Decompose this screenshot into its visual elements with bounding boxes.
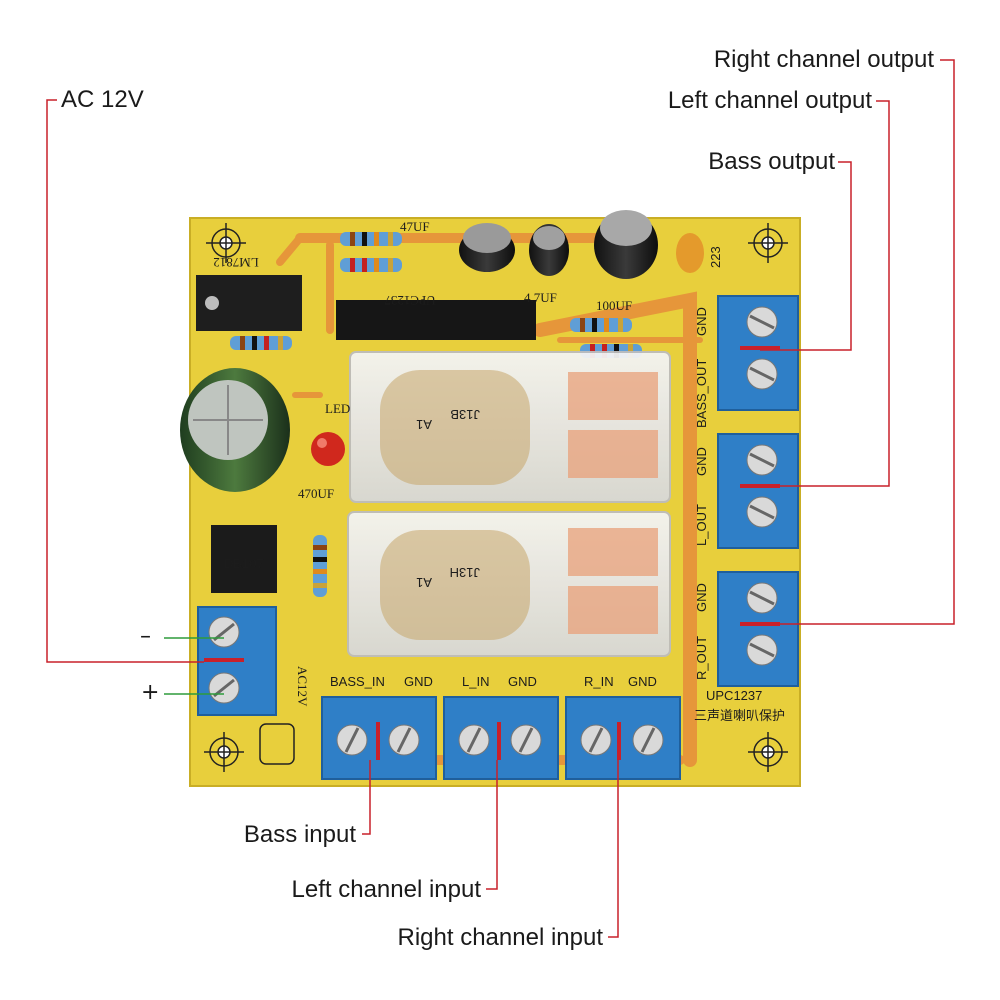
terminal-block-l-out — [717, 433, 799, 549]
relay1-code: A1 — [416, 417, 432, 432]
label-left-channel-output: Left channel output — [667, 87, 872, 114]
silk-lm7812: LM7812 — [213, 255, 259, 270]
mounting-holes — [204, 223, 788, 772]
silk-bass-in: BASS_IN — [330, 674, 385, 689]
relay-1 — [349, 351, 671, 503]
silk-bass-out: BASS_OUT — [694, 359, 709, 428]
silk-gnd-2: GND — [508, 674, 537, 689]
silk-gnd-r: GND — [694, 583, 709, 612]
ic-chip — [336, 300, 536, 340]
silk-4-7uf: 4.7UF — [524, 290, 557, 305]
relay2-code: A1 — [416, 575, 432, 590]
label-right-channel-input: Right channel input — [397, 924, 603, 951]
terminal-block-r-out — [717, 571, 799, 687]
ceramic-capacitor — [676, 233, 704, 273]
silk-chinese: 三声道喇叭保护 — [694, 708, 785, 723]
silk-l-out: L_OUT — [694, 504, 709, 546]
silk-223: 223 — [708, 246, 723, 268]
label-bass-output: Bass output — [708, 148, 835, 175]
resistors — [230, 232, 642, 597]
capacitors — [180, 210, 658, 492]
silk-gnd-bass: GND — [694, 307, 709, 336]
terminal-block-bass-out — [717, 295, 799, 411]
silk-ic-label: UPC1237 — [384, 293, 436, 308]
silk-gnd-1: GND — [404, 674, 433, 689]
terminal-block-bass-in — [321, 696, 437, 780]
terminal-block-r-in — [565, 696, 681, 780]
plus-sign: + — [141, 680, 160, 705]
bridge-rectifier — [211, 525, 277, 593]
silk-47uf: 47UF — [400, 219, 430, 234]
silk-gnd-3: GND — [628, 674, 657, 689]
silk-bridge: DB107 — [224, 556, 264, 571]
led — [311, 432, 345, 466]
voltage-regulator — [196, 275, 302, 331]
relay1-model: J13B — [450, 407, 480, 422]
leader-lines — [46, 59, 955, 938]
label-bass-input: Bass input — [243, 821, 356, 848]
silk-model: UPC1237 — [706, 688, 762, 703]
silk-led: LED — [325, 401, 350, 416]
relay-2 — [347, 511, 671, 657]
label-left-channel-input: Left channel input — [291, 876, 481, 903]
silk-ac12v: AC12V — [295, 666, 310, 707]
minus-sign: – — [140, 624, 151, 649]
silk-r-in: R_IN — [584, 674, 614, 689]
terminal-block-l-in — [443, 696, 559, 780]
silk-100uf: 100UF — [596, 298, 632, 313]
silk-l-in: L_IN — [462, 674, 489, 689]
label-right-channel-output: Right channel output — [713, 46, 934, 73]
silk-470uf: 470UF — [298, 486, 334, 501]
terminal-block-ac — [197, 606, 277, 716]
silk-r-out: R_OUT — [694, 636, 709, 680]
label-ac-12v: AC 12V — [61, 86, 144, 113]
relay2-model: J13H — [450, 565, 480, 580]
silk-gnd-l: GND — [694, 447, 709, 476]
polarity-lines — [164, 637, 224, 695]
